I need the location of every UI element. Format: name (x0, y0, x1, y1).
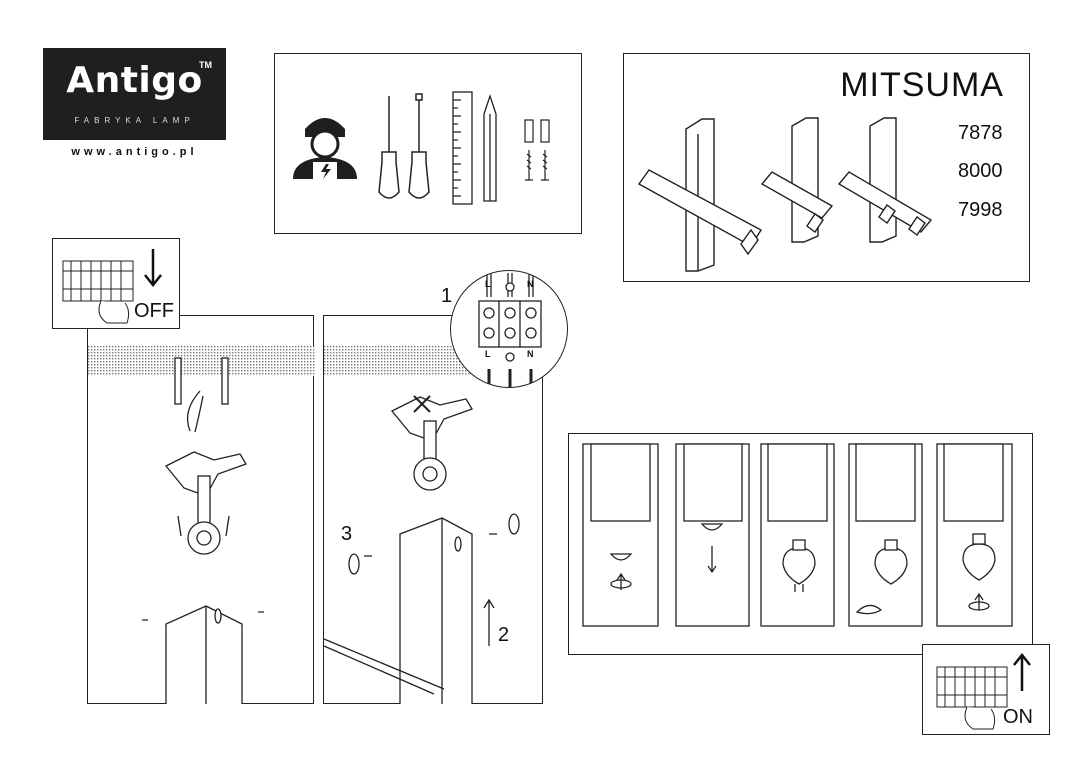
step-number: 3 (341, 523, 353, 545)
breaker-panel-icon (62, 249, 162, 324)
logo-trademark: TM (199, 60, 212, 70)
pencil-icon (483, 93, 497, 202)
bulb-replacement-panel (568, 433, 1033, 655)
ruler-icon (452, 91, 473, 205)
screwdriver-icon (378, 93, 430, 199)
dowels-icon (524, 119, 550, 181)
bulb-replacement-illustration (582, 443, 1013, 627)
install-panel-mounting (87, 315, 315, 704)
product-panel (623, 53, 1030, 282)
step-number: 1 (441, 285, 453, 307)
terminal-label-n: N (527, 349, 534, 359)
step-number: 2 (498, 624, 510, 646)
terminal-label-l: L (485, 279, 491, 289)
product-title: MITSUMA (840, 66, 1004, 104)
switch-off-panel: OFF (52, 238, 180, 329)
terminal-block-icon (478, 273, 542, 387)
arrow-up-icon (1013, 652, 1031, 691)
ceiling-texture (88, 346, 315, 376)
product-code: 8000 (958, 160, 1003, 182)
off-label: OFF (134, 300, 174, 322)
terminal-label-l: L (485, 349, 491, 359)
tools-illustration (293, 91, 550, 205)
website-url: www.antigo.pl (71, 146, 198, 158)
logo-brand-name: Antigo (66, 60, 203, 101)
switch-on-panel: ON (922, 644, 1050, 735)
electrician-icon (293, 118, 357, 179)
on-label: ON (1003, 706, 1033, 728)
terminal-block-detail: L N L N (450, 270, 568, 388)
product-illustration (637, 117, 933, 272)
logo-subtitle: FABRYKA LAMP (74, 116, 195, 125)
brand-logo: Antigo TM FABRYKA LAMP (43, 48, 226, 140)
tools-panel (274, 53, 582, 234)
breaker-panel-icon (936, 652, 1031, 730)
terminal-label-n: N (527, 279, 534, 289)
product-code: 7878 (958, 122, 1003, 144)
mounting-illustration (88, 346, 315, 704)
wiring-illustration (323, 346, 544, 704)
product-code: 7998 (958, 199, 1003, 221)
arrow-down-icon (144, 249, 162, 288)
